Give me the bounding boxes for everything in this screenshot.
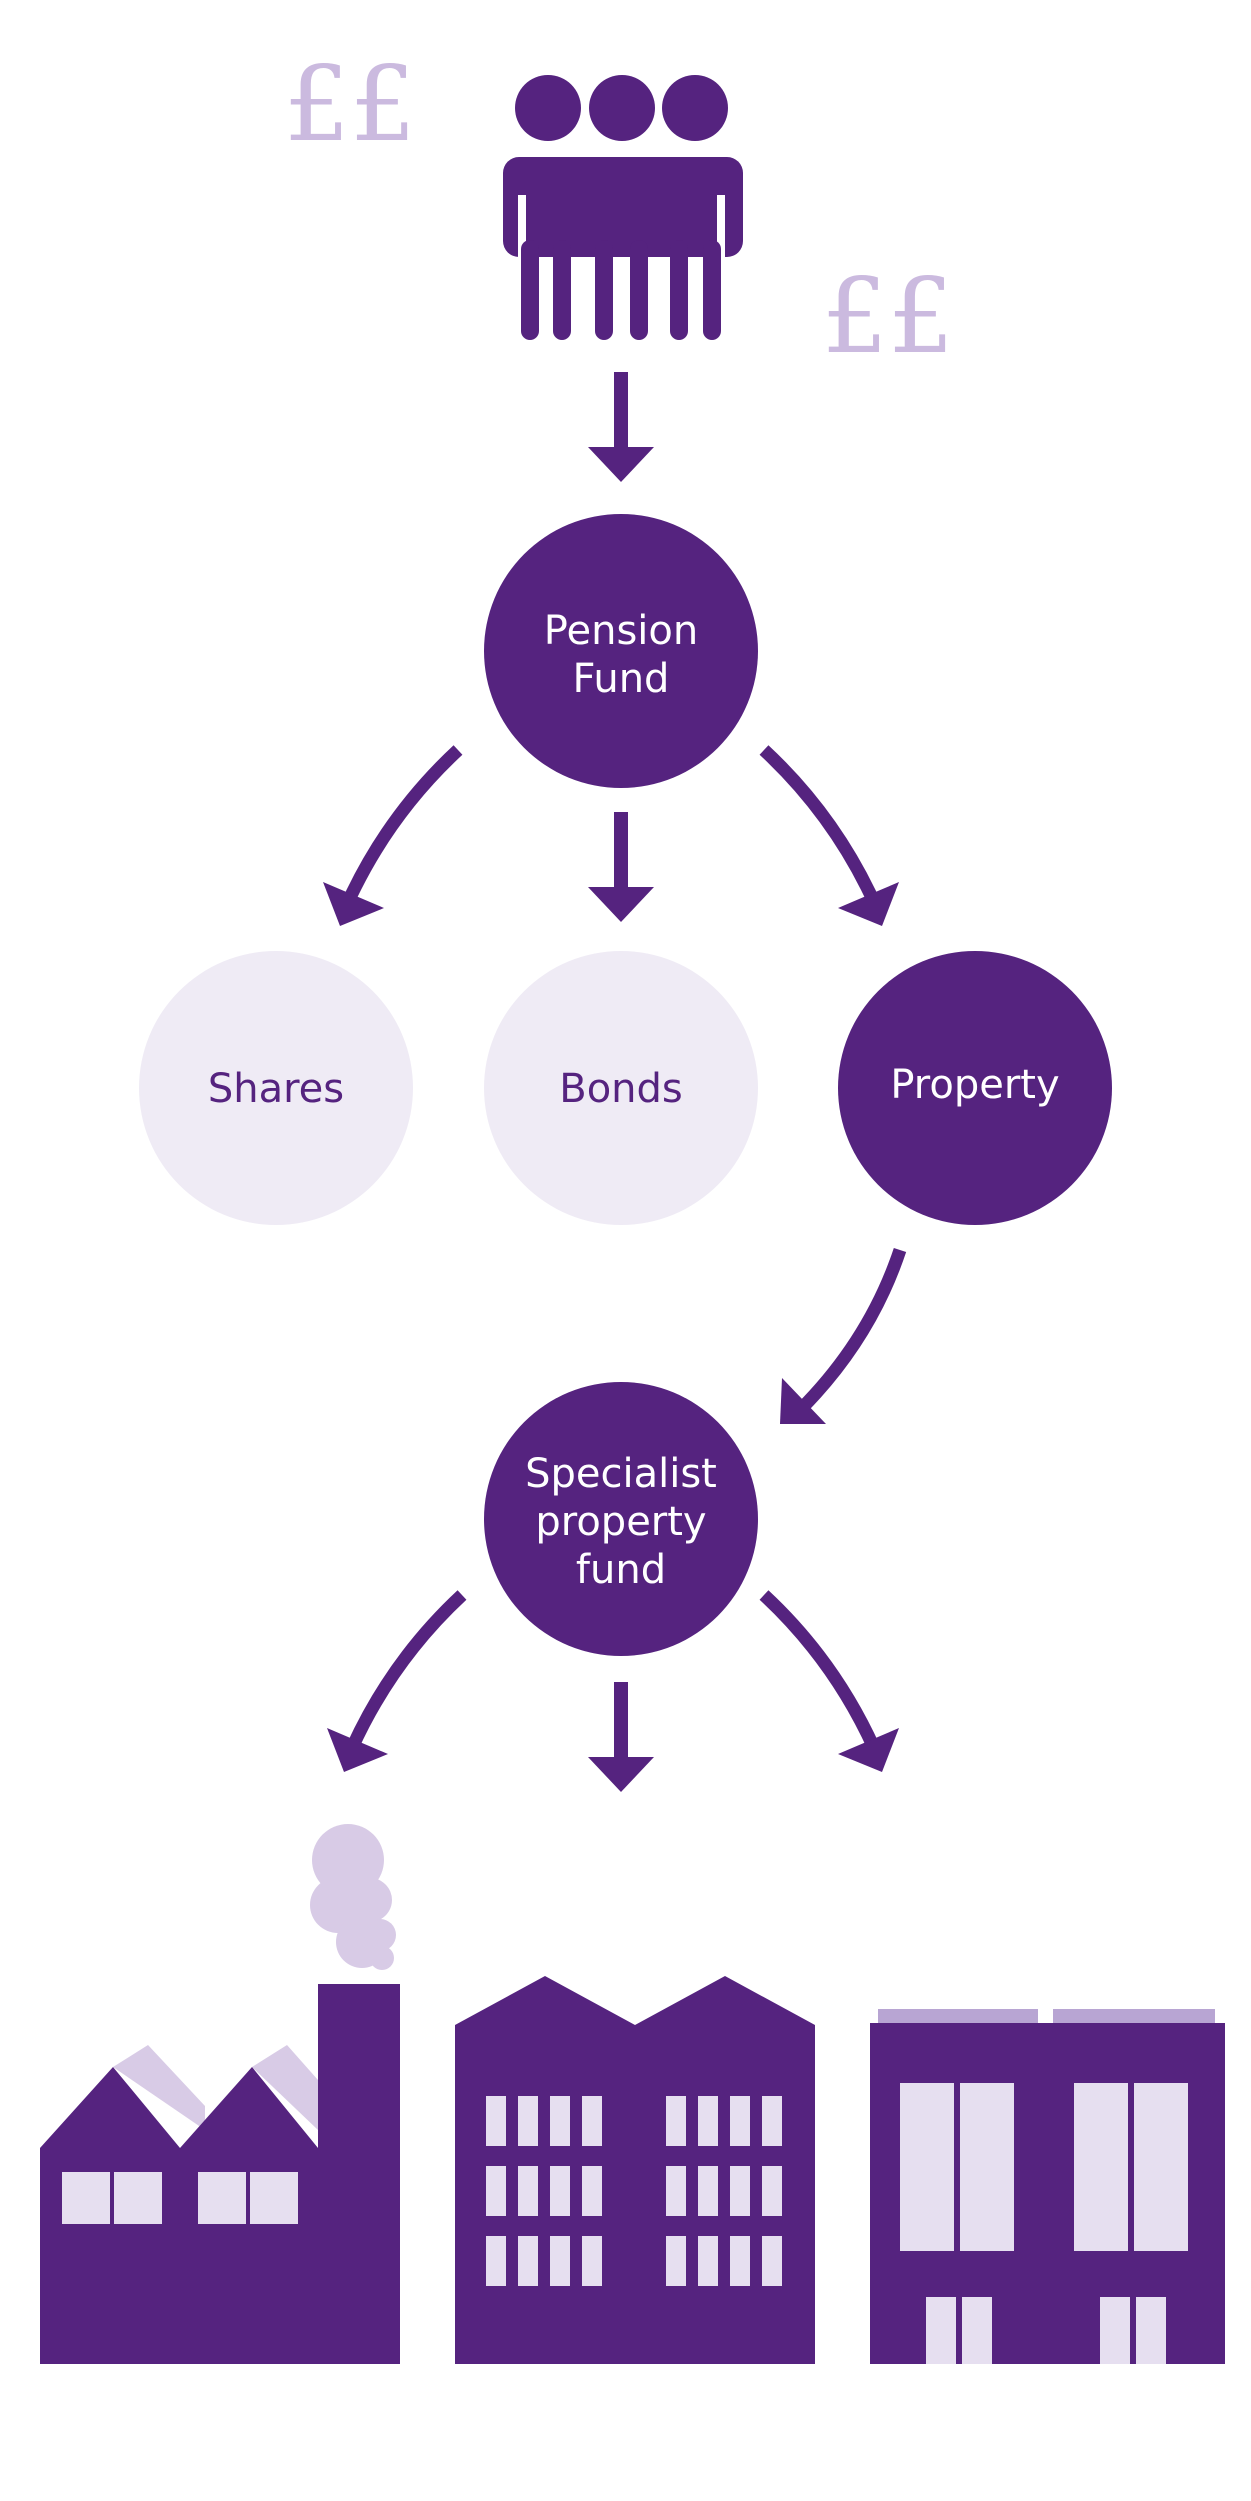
smoke-icon (310, 1824, 396, 1970)
arrow-specialist-to-factory (327, 1590, 467, 1772)
arrow-pension-to-shares (323, 745, 463, 926)
people-group-icon (503, 75, 743, 340)
pound-symbol-left: ££ (284, 43, 416, 165)
pound-symbol-right: ££ (822, 255, 954, 377)
factory-icon (40, 1824, 400, 2364)
commercial-building-icon (870, 2009, 1225, 2364)
arrow-pension-to-property (759, 745, 899, 926)
shares-node: Shares (139, 951, 413, 1225)
specialist-fund-label-line1: Specialist (525, 1451, 717, 1497)
specialist-fund-label-line2: property (535, 1499, 706, 1545)
specialist-fund-node: Specialist property fund (484, 1382, 758, 1656)
property-node: Property (838, 951, 1112, 1225)
office-windows (486, 2096, 782, 2286)
arrow-specialist-to-retail (759, 1590, 899, 1772)
arrow-specialist-to-office (588, 1682, 654, 1792)
bonds-label: Bonds (559, 1066, 683, 1112)
arrow-property-to-specialist (780, 1247, 907, 1424)
bonds-node: Bonds (484, 951, 758, 1225)
pension-fund-label-line1: Pension (544, 608, 698, 654)
property-label: Property (890, 1062, 1059, 1108)
pension-fund-node: Pension Fund (484, 514, 758, 788)
arrow-people-to-pension (588, 372, 654, 482)
arrow-pension-to-bonds (588, 812, 654, 922)
pension-fund-label-line2: Fund (573, 656, 670, 702)
office-building-icon (455, 1976, 815, 2364)
specialist-fund-label-line3: fund (576, 1547, 666, 1593)
shares-label: Shares (208, 1066, 344, 1112)
